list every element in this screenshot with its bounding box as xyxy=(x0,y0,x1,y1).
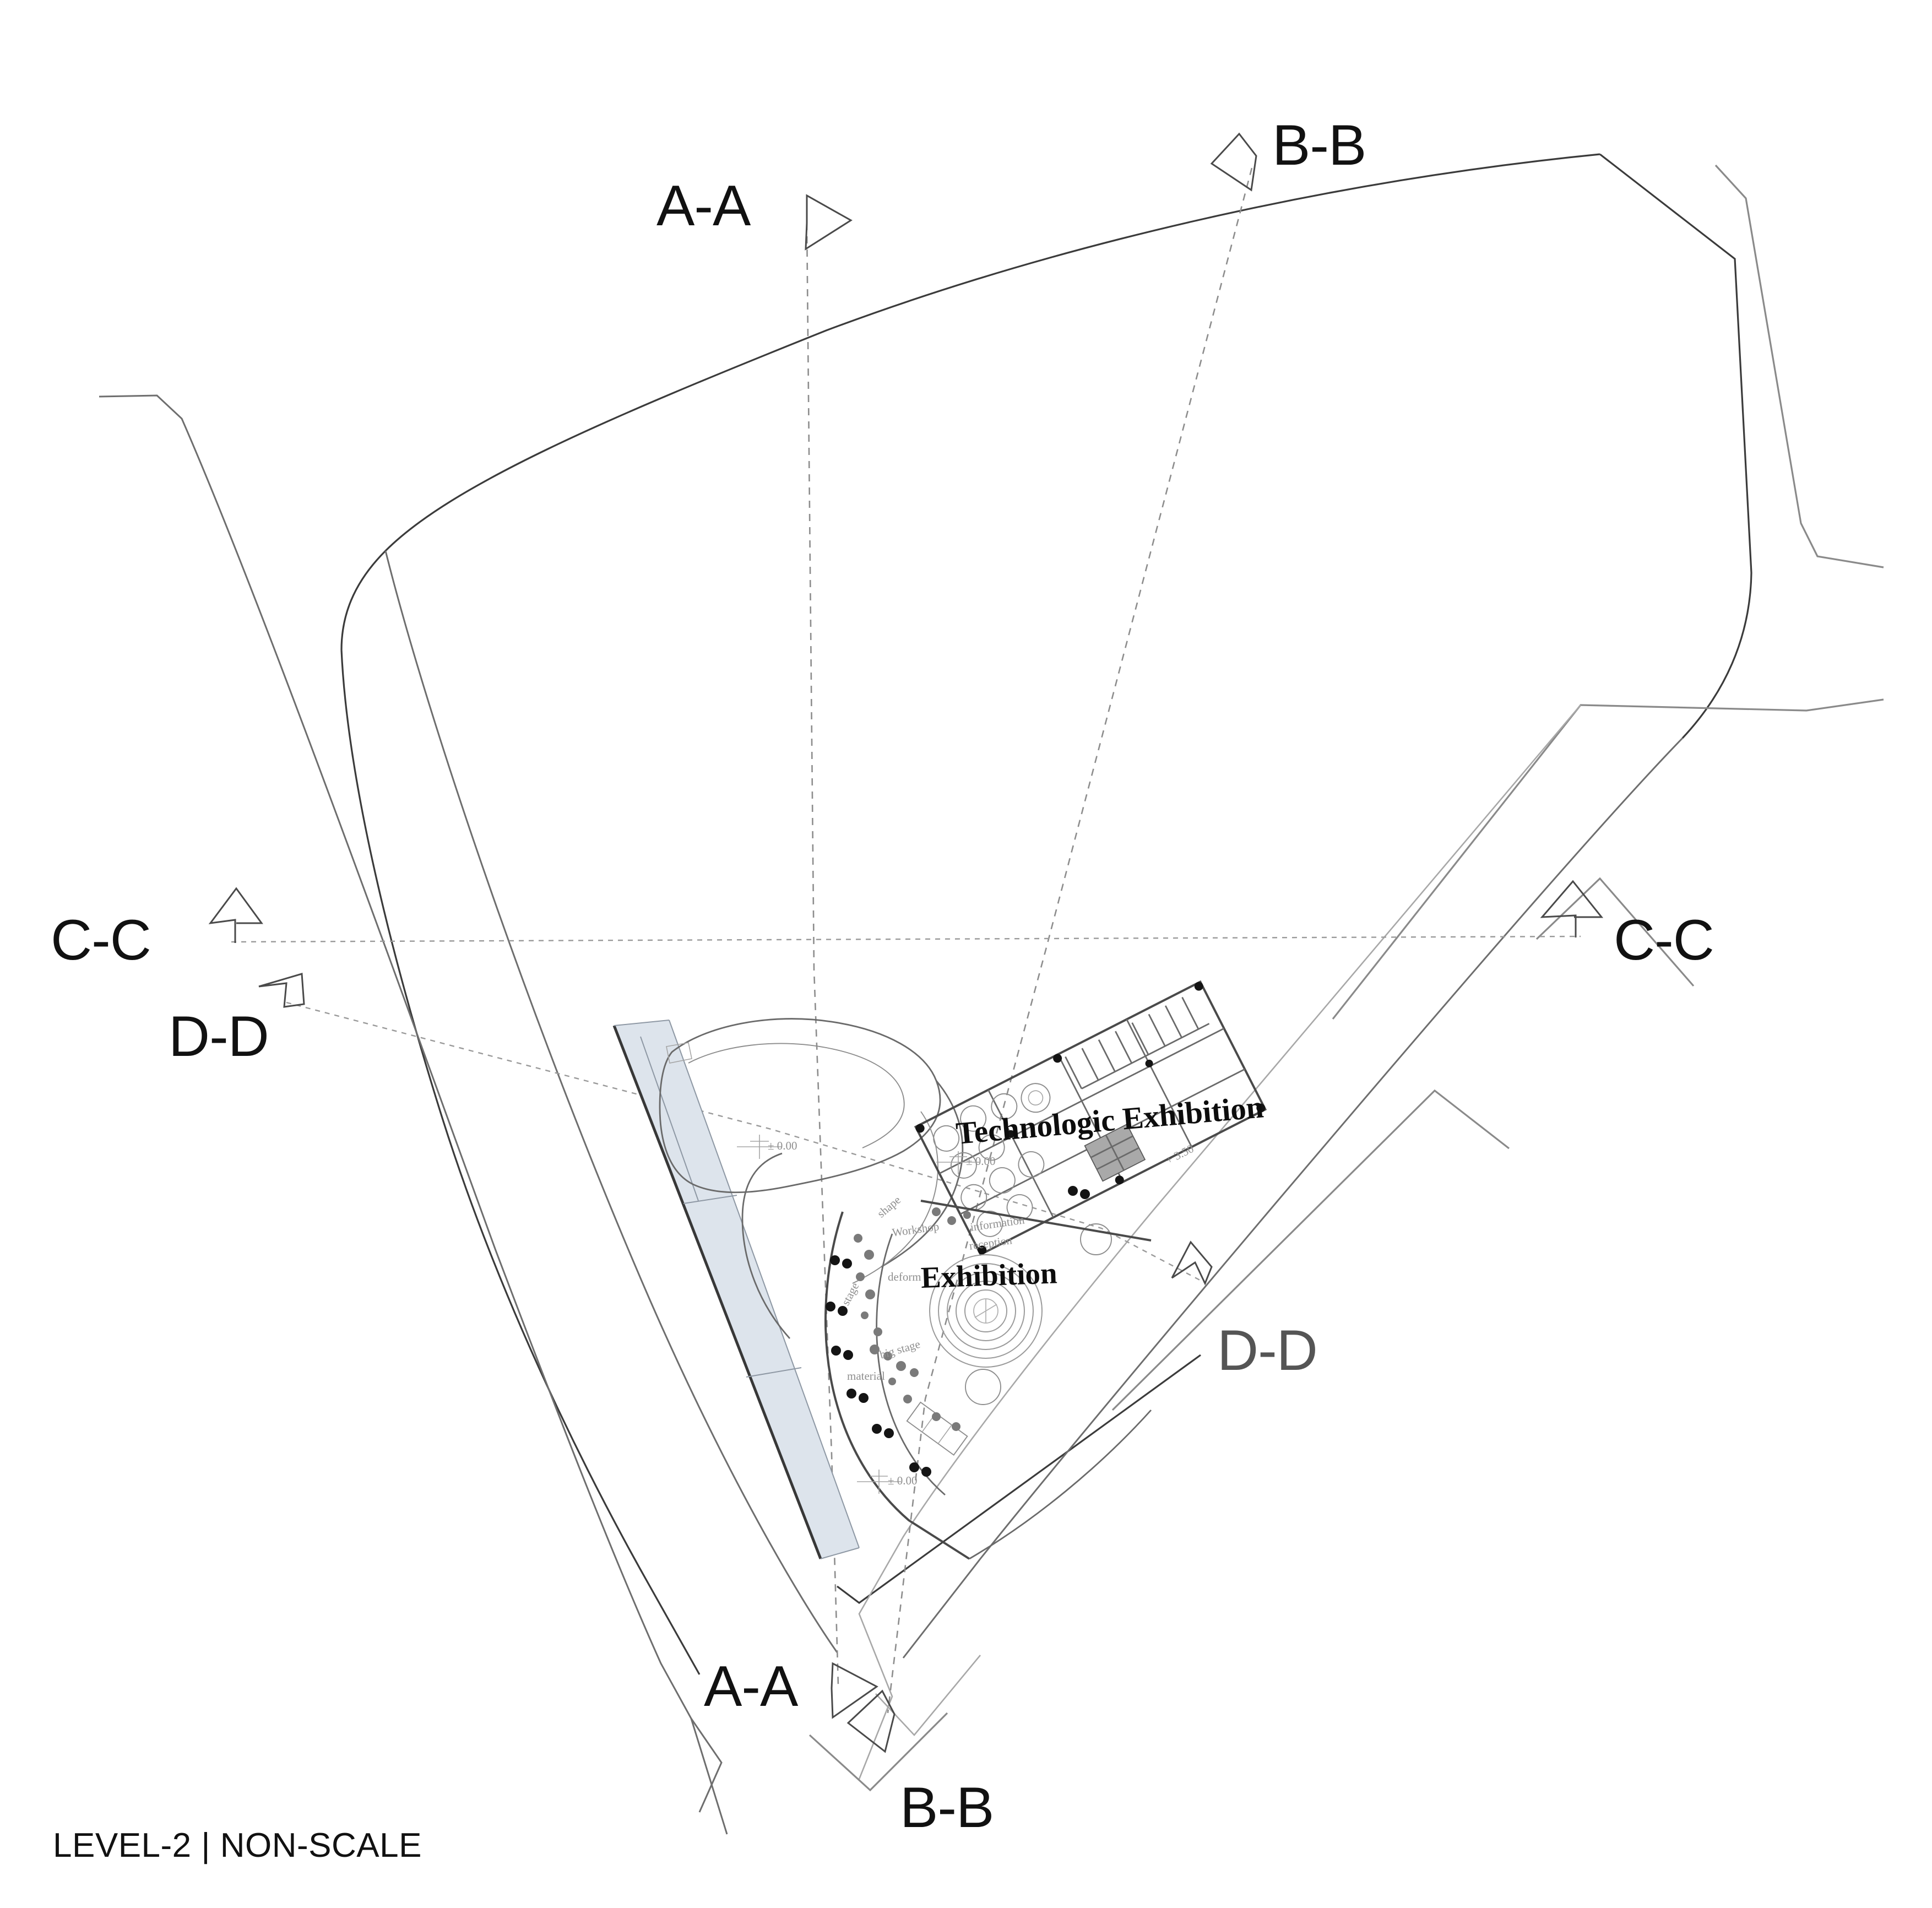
section-label-d-d-right: D-D xyxy=(1217,1319,1318,1383)
section-line-a-a xyxy=(806,223,839,1686)
courtyard-inner-contour xyxy=(688,1043,905,1148)
ramp-step-joint-1 xyxy=(683,1195,737,1204)
section-arrow-a-a-bottom xyxy=(831,1662,878,1719)
walkway-curve-lower-left xyxy=(741,1152,791,1339)
tech-partition-v3 xyxy=(1126,1018,1193,1147)
elevation-label-courtyard: ± 0.00 xyxy=(768,1139,797,1152)
zone-label-deform: deform xyxy=(888,1270,921,1283)
road-edge-west-doglег xyxy=(690,1718,723,1813)
road-edge-east-zig xyxy=(1535,877,1695,987)
ramp-edge-west-heavy xyxy=(612,1025,822,1559)
plan-label-exhibition: Exhibition xyxy=(920,1256,1058,1294)
site-boundary-south xyxy=(837,1354,1201,1604)
tech-partition-v1 xyxy=(987,1089,1054,1218)
exhibition-pod-2 xyxy=(1080,1223,1112,1255)
site-boundary-group xyxy=(99,153,1884,1835)
exhibition-pod-1 xyxy=(965,1369,1001,1405)
site-boundary-southeast-diagonal xyxy=(902,737,1684,1658)
site-boundary-north-curve xyxy=(340,153,1600,651)
ramp-surface xyxy=(614,1020,859,1559)
road-edge-east-upper xyxy=(1332,698,1884,1020)
zone-label-material: material xyxy=(847,1369,885,1383)
courtyard-nose xyxy=(666,1042,692,1064)
section-arrow-c-c-right xyxy=(1540,880,1604,937)
section-arrow-d-d-left xyxy=(258,973,305,1008)
road-edge-east-lower xyxy=(1111,1089,1510,1411)
elevation-label-tech-a: ± 0.00 xyxy=(966,1154,996,1168)
elevation-label-plaza: ± 0.00 xyxy=(888,1474,918,1487)
title-block-caption: LEVEL-2 | NON-SCALE xyxy=(53,1826,422,1864)
amphitheatre-rings xyxy=(929,1254,1043,1368)
section-label-b-b-top: B-B xyxy=(1272,113,1366,177)
courtyard-outline xyxy=(659,1018,941,1194)
exhibition-connector-wall xyxy=(920,1200,1152,1242)
ramp-step-joint-2 xyxy=(746,1367,802,1378)
section-arrowheads-group xyxy=(208,132,1604,1753)
section-arrow-a-a-top xyxy=(805,194,853,251)
tech-partition-h1 xyxy=(939,1027,1225,1174)
tech-exhibit-pods xyxy=(933,1083,1051,1237)
site-boundary-southeast-diagonal-2 xyxy=(858,704,1581,1780)
planting-dots xyxy=(854,1207,971,1431)
section-arrow-d-d-right xyxy=(1171,1240,1213,1286)
road-edge-south-v2 xyxy=(875,1655,981,1736)
section-line-c-c xyxy=(231,935,1581,943)
section-label-a-a-top: A-A xyxy=(656,174,751,238)
elev-symbol-courtyard xyxy=(737,1135,782,1159)
section-line-d-d xyxy=(286,1001,1207,1284)
section-line-b-b xyxy=(887,167,1253,1714)
site-boundary-east-edge xyxy=(1599,153,1752,739)
elev-symbol-plaza xyxy=(857,1470,901,1494)
road-edge-south-v xyxy=(808,1712,948,1792)
ramp-centreline xyxy=(640,1036,699,1201)
tech-service-core xyxy=(1084,1123,1146,1182)
section-lines-group xyxy=(231,167,1581,1714)
elevation-symbols-group xyxy=(737,1135,980,1494)
ramp-edge-cap-top xyxy=(614,1020,670,1026)
site-boundary-west-edge xyxy=(340,649,701,1675)
technologic-exhibition-building xyxy=(914,980,1267,1256)
road-edge-northeast xyxy=(1714,164,1884,568)
ramp-promenade-group xyxy=(612,1020,860,1559)
exhibition-platform-east xyxy=(969,1410,1152,1560)
elev-symbol-tech xyxy=(936,1151,980,1174)
exhibition-platform-group xyxy=(824,1186,1152,1560)
exhibition-platform-outline xyxy=(824,1211,970,1560)
ramp-edge-east xyxy=(669,1020,860,1548)
road-edge-west xyxy=(99,394,728,1835)
section-arrow-c-c-left xyxy=(208,887,263,943)
section-label-d-d-left: D-D xyxy=(169,1005,269,1069)
ramp-edge-cap-bottom xyxy=(820,1547,860,1559)
section-label-b-b-bottom: B-B xyxy=(900,1776,994,1840)
tech-seating-comb xyxy=(1065,996,1210,1089)
section-label-c-c-right: C-C xyxy=(1614,908,1714,972)
section-label-c-c-left: C-C xyxy=(51,908,151,972)
site-inner-west xyxy=(384,550,838,1653)
section-arrow-b-b-bottom xyxy=(846,1689,896,1753)
column-markers xyxy=(826,1186,1090,1477)
section-arrow-b-b-top xyxy=(1210,132,1257,192)
section-label-a-a-bottom: A-A xyxy=(704,1655,798,1719)
